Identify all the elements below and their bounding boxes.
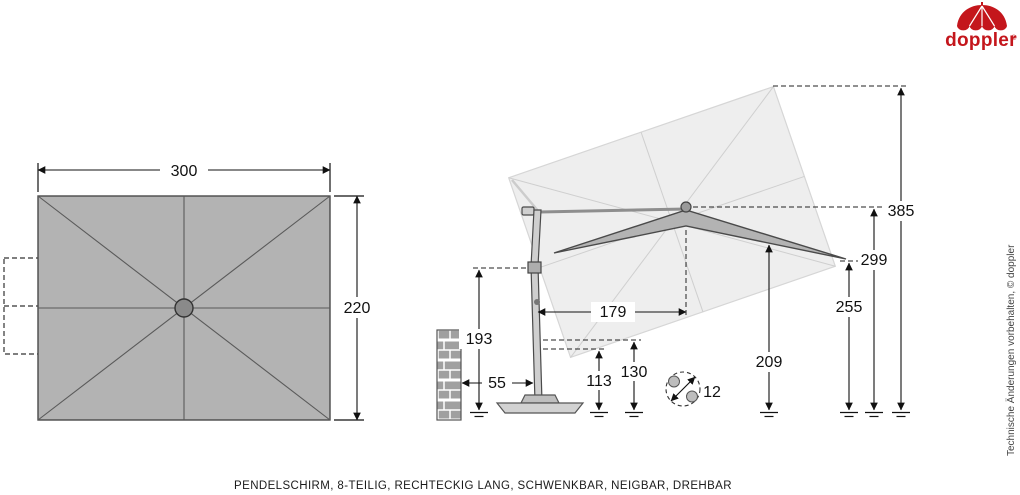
- cantilever-arm: [539, 207, 687, 214]
- dim-clearance-label: 209: [756, 354, 783, 371]
- top-view: 300 220: [3, 159, 378, 421]
- doppler-umbrella-icon: [957, 2, 1007, 31]
- dim-width-label: 300: [171, 163, 198, 180]
- wheel-dot: [686, 390, 698, 403]
- dim-reach: 179: [537, 230, 687, 322]
- dim-height-edge-label: 255: [836, 299, 863, 316]
- dim-depth: 220: [334, 195, 378, 421]
- mast-lower: [530, 265, 543, 403]
- brand-logo: doppler ®: [945, 2, 1017, 51]
- wheel-dot: [668, 375, 680, 388]
- dim-width: 300: [37, 159, 331, 192]
- mast-cap: [521, 206, 535, 216]
- ground-ticks: [470, 411, 910, 418]
- rotation-arrow: [670, 376, 696, 402]
- dim-wall-offset-label: 55: [488, 375, 506, 392]
- dim-base-h2: 130: [543, 339, 654, 411]
- mast-joint: [527, 261, 542, 274]
- side-note: Technische Änderungen vorbehalten, © dop…: [1005, 244, 1017, 456]
- dim-depth-label: 220: [344, 300, 371, 317]
- rotation-indicator: 12: [665, 371, 721, 407]
- wall-pillar: [436, 329, 462, 421]
- ghost-arm-line: [511, 179, 540, 213]
- canopy-hub-knob: [680, 201, 692, 213]
- base-plate: [495, 402, 585, 414]
- canopy-side: [553, 209, 847, 260]
- dim-height-pole: 299: [693, 206, 894, 411]
- top-hub: [174, 298, 194, 318]
- dim-height-max: 385: [773, 85, 921, 411]
- side-view: 12 385 299 255 209: [436, 85, 921, 421]
- dim-reach-label: 179: [600, 304, 627, 321]
- crank-knob: [534, 299, 540, 305]
- dim-height-pole-label: 299: [861, 252, 888, 269]
- dim-height-joint-label: 193: [466, 331, 493, 348]
- registered-mark: ®: [1011, 33, 1017, 42]
- swivel-label: 12: [703, 384, 721, 401]
- brand-wordmark: doppler: [945, 30, 1017, 51]
- base-pedestal: [520, 394, 560, 404]
- dim-wall-offset: 55: [461, 373, 534, 392]
- dim-base-h2-label: 130: [621, 364, 648, 381]
- dim-base-h1-label: 113: [586, 373, 612, 390]
- dim-clearance: 209: [749, 244, 789, 411]
- caption: PENDELSCHIRM, 8-TEILIG, RECHTECKIG LANG,…: [234, 480, 732, 492]
- dim-height-max-label: 385: [888, 203, 915, 220]
- dim-height-edge: 255: [829, 260, 869, 411]
- dim-base-h1: 113: [543, 348, 619, 411]
